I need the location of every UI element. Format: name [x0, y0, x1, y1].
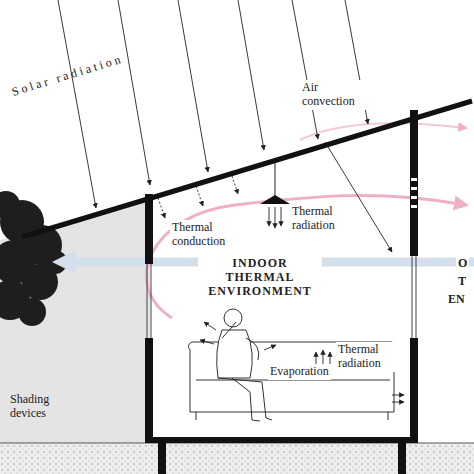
building-section	[22, 101, 472, 474]
shading-label: Shading devices	[8, 392, 82, 422]
outdoor-fragment: O	[456, 256, 469, 272]
conduction-arrows	[158, 176, 238, 218]
shading-area	[0, 196, 150, 443]
conduction-label: Thermal conduction	[170, 220, 244, 250]
solar-label: Solar radiation	[8, 51, 127, 101]
tree	[0, 191, 67, 326]
convection-arrow	[146, 196, 466, 318]
ceiling-lamp	[260, 162, 290, 228]
indoor-environment-label: INDOOR THERMAL ENVIRONMENT	[198, 256, 322, 299]
evaporation-label: Evaporation	[268, 364, 331, 380]
ground	[0, 443, 474, 474]
convection-label: Air convection	[300, 80, 374, 110]
outdoor-fragment: T	[456, 274, 468, 290]
radiation-label: Thermal radiation	[290, 204, 354, 234]
radiation-label: Thermal radiation	[336, 342, 402, 372]
outdoor-fragment: EN	[446, 292, 467, 308]
person-on-sofa	[188, 309, 404, 421]
solar-rays	[58, 0, 392, 252]
